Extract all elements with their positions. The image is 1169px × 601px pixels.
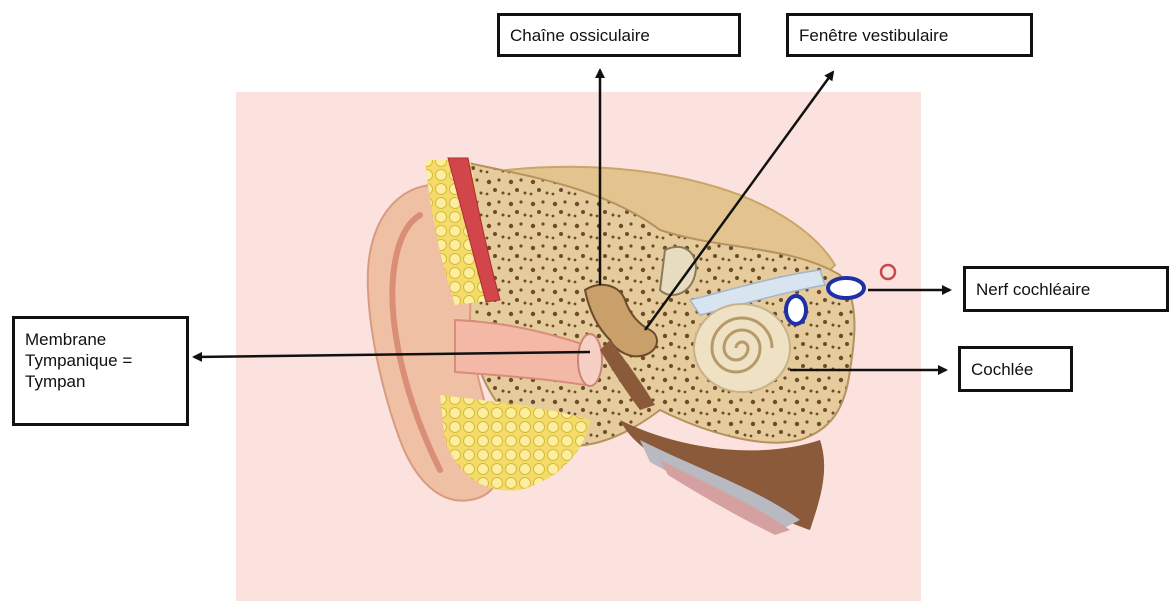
label-fenetre-text: Fenêtre vestibulaire xyxy=(799,26,948,45)
cochlea xyxy=(694,304,790,392)
small-ring xyxy=(881,265,895,279)
label-membrane-text: Membrane Tympanique = Tympan xyxy=(25,330,132,391)
tympanic-membrane xyxy=(578,334,602,386)
nerve-outline-1 xyxy=(786,296,806,324)
label-cochlee-text: Cochlée xyxy=(971,360,1033,379)
label-membrane-tympanique: Membrane Tympanique = Tympan xyxy=(12,316,189,426)
nerve-outline-2 xyxy=(828,278,864,298)
label-nerf-text: Nerf cochléaire xyxy=(976,280,1090,299)
label-fenetre-vestibulaire: Fenêtre vestibulaire xyxy=(786,13,1033,57)
label-nerf-cochleaire: Nerf cochléaire xyxy=(963,266,1169,312)
label-cochlee: Cochlée xyxy=(958,346,1073,392)
label-chaine-ossiculaire: Chaîne ossiculaire xyxy=(497,13,741,57)
label-chaine-text: Chaîne ossiculaire xyxy=(510,26,650,45)
